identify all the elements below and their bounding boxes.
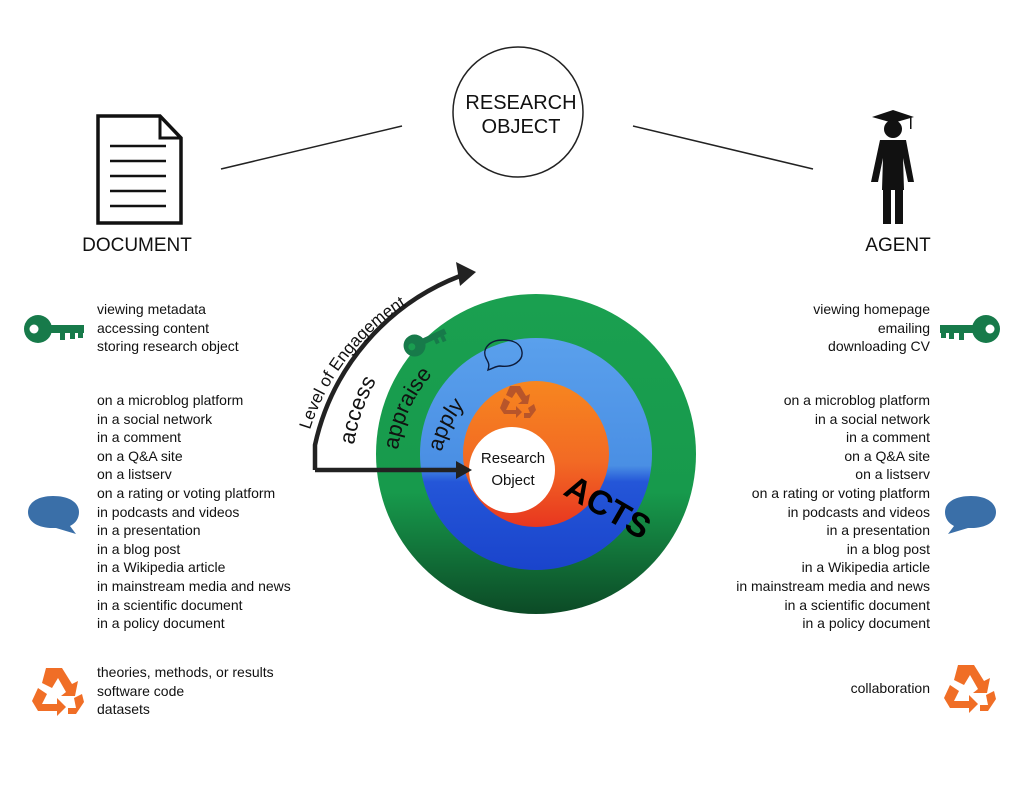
access-ring-key-icon [403,328,447,357]
list-item: on a rating or voting platform [751,484,930,501]
document-label: DOCUMENT [82,235,192,256]
apply-recycle-icon-left [32,668,84,716]
engagement-arrow [312,273,461,470]
list-item: on a microblog platform [97,392,244,408]
list-item: in mainstream media and news [736,577,930,594]
access-ring-label: access [334,371,381,446]
left-appraise-list: on a microblog platform in a social netw… [97,391,291,633]
list-item: on a Q&A site [844,447,930,464]
acts-rings [376,294,696,614]
engagement-arrow-head [456,262,476,286]
list-item: in podcasts and videos [97,503,240,520]
list-item: in podcasts and videos [787,503,930,520]
list-item: in a scientific document [97,596,243,613]
list-item: in a presentation [826,522,930,539]
list-item: in a Wikipedia article [97,559,226,576]
list-item: storing research object [97,338,239,355]
list-item: in a social network [97,410,213,427]
list-item: in a policy document [802,615,930,632]
core-label-line1: Research [481,450,545,467]
list-item: in a blog post [846,540,930,557]
list-item: in a blog post [97,540,181,557]
appraise-bubble-icon-right [945,496,996,534]
core-pointer-arrow-head [456,461,472,479]
left-apply-list: theories, methods, or results software c… [97,663,274,719]
list-item: emailing [877,319,930,336]
list-item: in a Wikipedia article [801,559,930,576]
right-appraise-list: on a microblog platform in a social netw… [736,391,930,633]
link-research-object-agent [632,125,814,170]
access-key-icon-right [940,315,1000,343]
list-item: in a policy document [97,615,225,632]
core-label-line2: Object [491,472,535,489]
list-item: on a rating or voting platform [97,484,276,501]
list-item: in a comment [97,429,182,446]
left-access-list: viewing metadata accessing content stori… [97,300,239,356]
list-item: downloading CV [828,338,930,355]
appraise-ring-bubble-icon [484,339,523,372]
access-key-icon-left [24,315,84,343]
list-item: viewing metadata [97,301,206,317]
list-item: in mainstream media and news [97,577,291,594]
graduate-person-icon [871,110,914,224]
link-document-research-object [220,125,403,170]
list-item: in a comment [845,429,930,446]
research-object-node-line1: RESEARCH [465,92,576,114]
document-icon [96,114,183,225]
list-item: collaboration [850,680,930,696]
list-item: viewing homepage [813,301,930,317]
agent-label: AGENT [865,235,931,256]
list-item: on a listserv [97,466,172,483]
research-object-node-line2: OBJECT [482,116,561,138]
list-item: theories, methods, or results [97,664,274,680]
apply-ring-recycle-icon [500,386,536,418]
list-item: in a scientific document [784,596,930,613]
appraise-bubble-icon-left [28,496,79,534]
list-item: software code [97,682,185,699]
research-object-node [452,46,584,178]
right-access-list: viewing homepage emailing downloading CV [813,300,930,356]
apply-recycle-icon-right [944,665,996,713]
list-item: on a listserv [855,466,930,483]
list-item: accessing content [97,319,210,336]
list-item: in a social network [814,410,930,427]
list-item: on a microblog platform [783,392,930,408]
right-apply-list: collaboration [851,679,930,698]
core-research-object [469,427,555,513]
list-item: datasets [97,701,150,718]
list-item: on a Q&A site [97,447,183,464]
list-item: in a presentation [97,522,201,539]
